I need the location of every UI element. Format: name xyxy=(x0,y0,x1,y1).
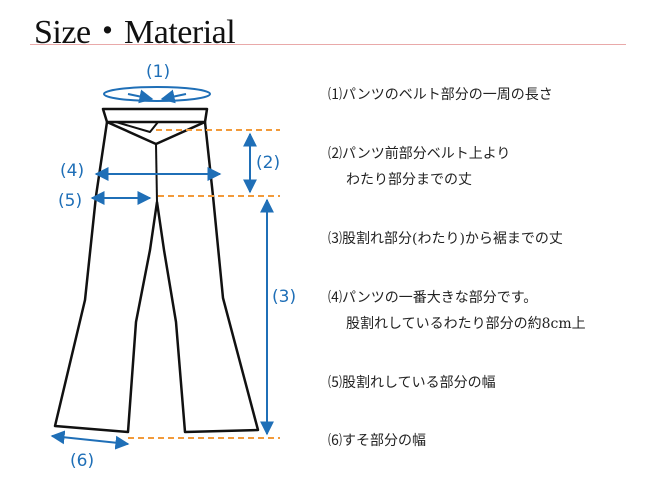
description-2-line-1: ⑵パンツ前部分ベルト上より xyxy=(328,146,511,162)
label-4: (4) xyxy=(60,161,84,181)
description-5: ⑸股割れしている部分の幅 xyxy=(328,370,638,396)
description-3: ⑶股割れ部分(わたり)から裾までの丈 xyxy=(328,226,638,252)
waist-ellipse xyxy=(103,86,211,102)
label-1: (1) xyxy=(146,62,170,82)
description-1: ⑴パンツのベルト部分の一周の長さ xyxy=(328,82,638,108)
guide-lines xyxy=(128,129,280,439)
label-6: (6) xyxy=(70,451,94,471)
description-2: ⑵パンツ前部分ベルト上より わたり部分までの丈 xyxy=(328,141,638,193)
arrow-1a xyxy=(127,89,154,104)
description-1-text: ⑴パンツのベルト部分の一周の長さ xyxy=(328,87,553,103)
description-6-text: ⑹すそ部分の幅 xyxy=(328,433,426,449)
description-4-line-1: ⑷パンツの一番大きな部分です。 xyxy=(328,290,538,306)
description-4: ⑷パンツの一番大きな部分です。 股割れしているわたり部分の約8cm上 xyxy=(328,285,638,337)
arrow-6 xyxy=(50,430,130,450)
measurement-arrows xyxy=(50,86,274,450)
title-divider xyxy=(30,44,626,45)
description-6: ⑹すそ部分の幅 xyxy=(328,428,638,454)
description-3-text: ⑶股割れ部分(わたり)から裾までの丈 xyxy=(328,231,563,247)
description-2-line-2: わたり部分までの丈 xyxy=(346,172,472,188)
label-5: (5) xyxy=(58,191,82,211)
pants-outline xyxy=(53,107,260,434)
description-4-line-2: 股割れしているわたり部分の約8cm上 xyxy=(346,316,586,332)
label-3: (3) xyxy=(272,287,296,307)
label-2: (2) xyxy=(256,153,280,173)
arrow-1b xyxy=(160,89,187,104)
description-5-text: ⑸股割れしている部分の幅 xyxy=(328,375,496,391)
